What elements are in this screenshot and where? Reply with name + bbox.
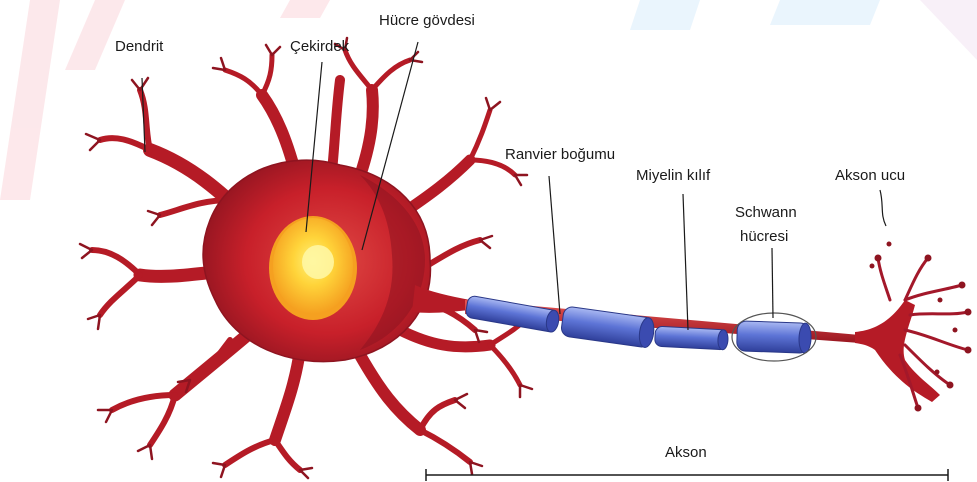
label-nucleus: Çekirdek xyxy=(290,38,350,55)
myelin-segments xyxy=(465,295,812,353)
label-schwann-cell-line2: hücresi xyxy=(740,228,788,245)
label-dendrite: Dendrit xyxy=(115,38,164,55)
label-cell-body: Hücre gövdesi xyxy=(379,12,475,29)
label-axon-terminal: Akson ucu xyxy=(835,167,905,184)
watermark xyxy=(0,0,977,200)
label-schwann-cell-line1: Schwann xyxy=(735,204,797,221)
axon-terminal xyxy=(855,242,972,412)
axon-hillock xyxy=(412,285,470,313)
axon-length-bracket xyxy=(426,469,948,481)
label-axon: Akson xyxy=(665,444,707,461)
nucleus xyxy=(269,216,357,320)
label-node-of-ranvier: Ranvier boğumu xyxy=(505,146,615,163)
label-myelin-sheath: Miyelin kılıf xyxy=(636,167,711,184)
